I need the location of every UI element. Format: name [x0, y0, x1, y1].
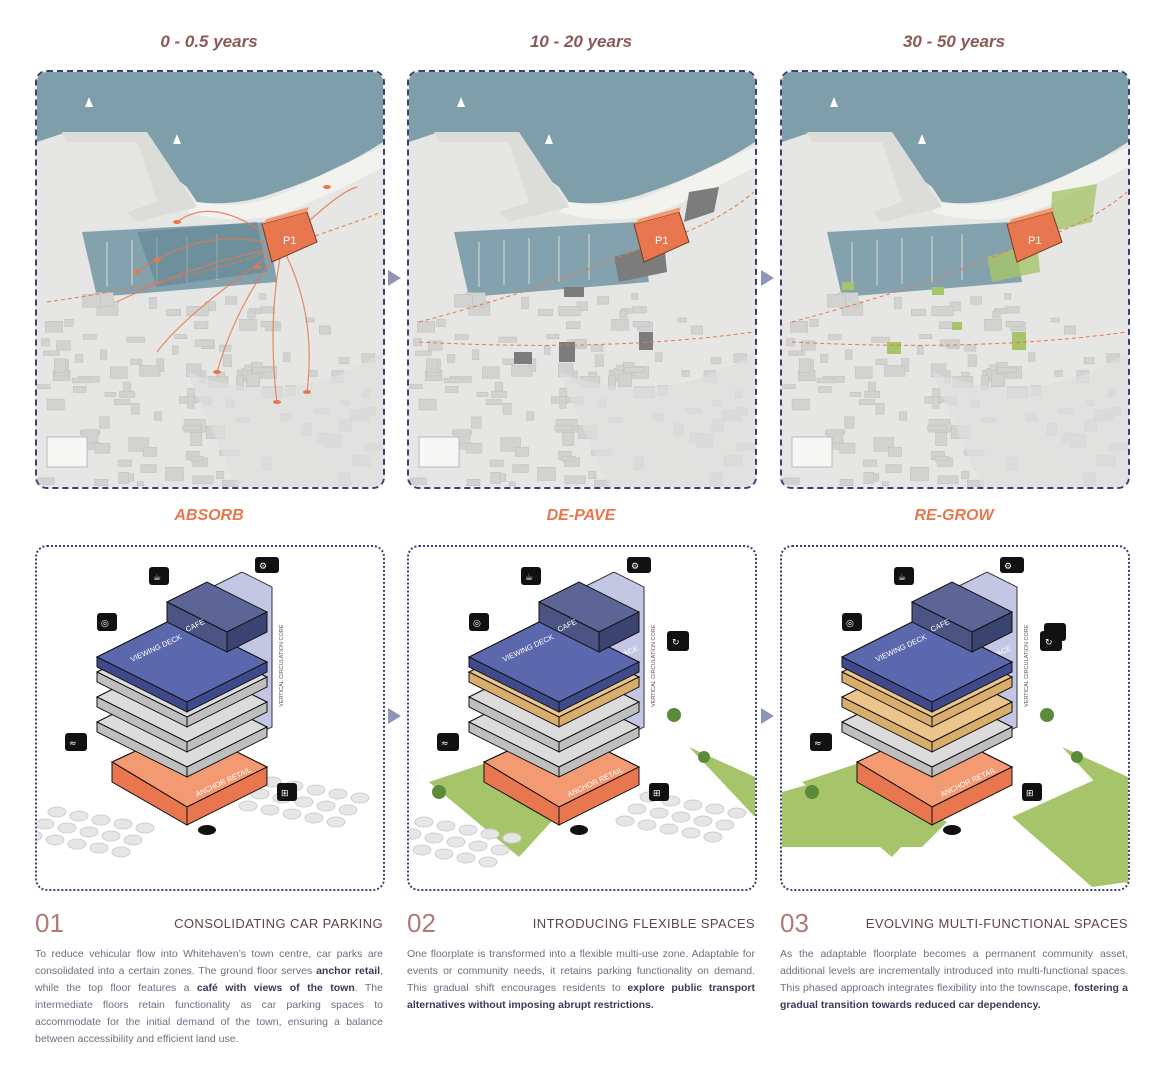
shopping-cart-icon [649, 783, 669, 801]
stage-title-2: DE-PAVE [546, 507, 616, 524]
services-icon [1000, 557, 1024, 573]
step-description-3: As the adaptable floorplate becomes a pe… [780, 948, 1128, 1011]
cafe-block: CAFE [537, 581, 641, 653]
step-description-2: One floorplate is transformed into a fle… [407, 948, 756, 1011]
step-number-1: 01 [35, 908, 64, 938]
p1-car-park-block: P1 [1006, 207, 1063, 263]
binoculars-glyph: ◎ [473, 619, 481, 629]
services-glyph: ⚙ [1004, 562, 1012, 572]
aerial-map-3: P1 [780, 70, 1130, 489]
services-glyph: ⚙ [259, 562, 267, 572]
cafe-block: CAFE [165, 581, 269, 653]
next-stage-arrow-icon [388, 708, 401, 724]
drinks-icon [1044, 623, 1066, 641]
building-svg: ANCHOR RETAIL CAR PARKING CAR PARKING CA… [37, 557, 370, 858]
period-title-1: 0 - 0.5 years [160, 32, 258, 51]
building-diagram-1: ANCHOR RETAIL CAR PARKING CAR PARKING CA… [35, 545, 385, 891]
binoculars-icon [469, 613, 489, 631]
stage-column-2: 10 - 20 years [407, 0, 757, 1080]
car-icon [198, 825, 216, 835]
shopping-cart-icon [277, 783, 297, 801]
binoculars-icon [842, 613, 862, 631]
step-heading-3: EVOLVING MULTI-FUNCTIONAL SPACES [865, 916, 1128, 931]
waves-icon [437, 733, 459, 751]
stage-column-1: 0 - 0.5 years [35, 0, 385, 1080]
p1-label: P1 [1028, 235, 1041, 247]
period-title-3: 30 - 50 years [902, 32, 1006, 51]
building-diagram-2: ANCHOR RETAIL CAR PARKING CAR PARKING MU… [407, 545, 757, 891]
viewing-deck-floor: VIEWING DECK [95, 616, 269, 713]
shopping-cart-icon [1022, 783, 1042, 801]
aerial-map-2: P1 [407, 70, 757, 489]
cafe-cup-glyph: ☕ [525, 573, 533, 583]
building-svg: ANCHOR RETAIL CAR PARKING MULTI-PURPOSE … [782, 557, 1128, 887]
waves-glyph: ≈ [814, 739, 822, 749]
next-stage-arrow-icon [761, 270, 774, 286]
cart-glyph: ⊞ [653, 789, 661, 799]
cafe-cup-glyph: ☕ [153, 573, 161, 583]
stage-column-3: 30 - 50 years [780, 0, 1130, 1080]
cart-glyph: ⊞ [1026, 789, 1034, 799]
binoculars-glyph: ◎ [101, 619, 109, 629]
core-label: VERTICAL CIRCULATION CORE [651, 624, 657, 707]
recycle-glyph: ↻ [672, 638, 680, 648]
recycle-icon [667, 631, 689, 651]
aerial-map-svg: P1 [37, 72, 383, 487]
waves-icon [810, 733, 832, 751]
services-glyph: ⚙ [631, 562, 639, 572]
p1-label: P1 [655, 235, 668, 247]
next-stage-arrow-icon [761, 708, 774, 724]
tree-icon [805, 708, 1083, 799]
aerial-map-svg: P1 [782, 72, 1128, 487]
viewing-deck-floor: VIEWING DECK [840, 616, 1014, 713]
period-title-2: 10 - 20 years [529, 32, 633, 51]
cafe-cup-icon [894, 567, 914, 585]
aerial-map-1: P1 [35, 70, 385, 489]
step-heading-2: INTRODUCING FLEXIBLE SPACES [532, 916, 755, 931]
waves-glyph: ≈ [441, 739, 449, 749]
cafe-cup-icon [149, 567, 169, 585]
step-heading-1: CONSOLIDATING CAR PARKING [174, 916, 383, 931]
step-number-3: 03 [780, 908, 809, 938]
stage-title-3: RE-GROW [914, 507, 994, 524]
next-stage-arrow-icon [388, 270, 401, 286]
building-svg: ANCHOR RETAIL CAR PARKING CAR PARKING MU… [409, 557, 755, 868]
car-icon [570, 825, 588, 835]
core-label: VERTICAL CIRCULATION CORE [1024, 624, 1030, 707]
cafe-block: CAFE [910, 581, 1014, 653]
waves-icon [65, 733, 87, 751]
p1-car-park-block: P1 [261, 207, 318, 263]
services-icon [627, 557, 651, 573]
p1-car-park-block: P1 [633, 207, 690, 263]
tree-icon [432, 708, 710, 799]
core-label: VERTICAL CIRCULATION CORE [279, 624, 285, 707]
cafe-cup-glyph: ☕ [898, 573, 906, 583]
services-icon [255, 557, 279, 573]
cart-glyph: ⊞ [281, 789, 289, 799]
step-number-2: 02 [407, 908, 436, 938]
stage-title-1: ABSORB [174, 507, 244, 524]
binoculars-glyph: ◎ [846, 619, 854, 629]
building-diagram-3: ANCHOR RETAIL CAR PARKING MULTI-PURPOSE … [780, 545, 1130, 891]
aerial-map-svg: P1 [409, 72, 755, 487]
step-description-1: To reduce vehicular flow into Whitehaven… [35, 948, 383, 1045]
binoculars-icon [97, 613, 117, 631]
p1-label: P1 [283, 235, 296, 247]
car-icon [943, 825, 961, 835]
waves-glyph: ≈ [69, 739, 77, 749]
recycle-glyph: ↻ [1045, 638, 1053, 648]
viewing-deck-floor: VIEWING DECK [467, 616, 641, 713]
cafe-cup-icon [521, 567, 541, 585]
